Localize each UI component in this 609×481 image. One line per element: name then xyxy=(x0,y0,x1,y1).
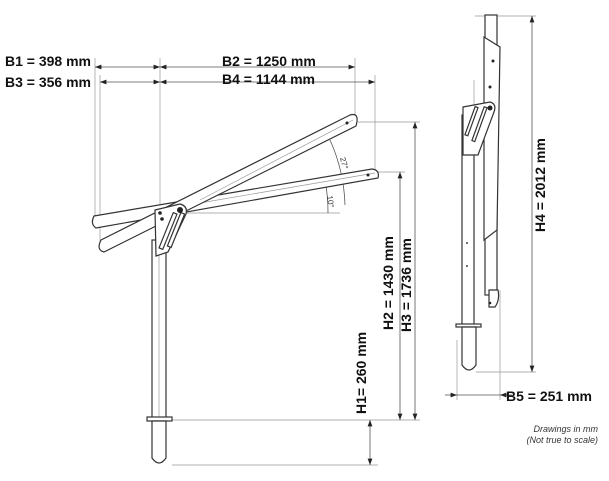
dim-h2: H2 = 1430 mm xyxy=(380,236,396,330)
post-left xyxy=(146,239,173,464)
dim-h4: H4 = 2012 mm xyxy=(532,138,548,232)
dim-b2: B2 = 1250 mm xyxy=(222,53,316,69)
dim-h3: H3 = 1736 mm xyxy=(398,238,414,332)
angle-10-label: 10° xyxy=(325,195,336,208)
extension-lines-left xyxy=(94,58,420,466)
dimension-lines-left xyxy=(95,64,418,465)
folded-bracket-right xyxy=(445,14,536,400)
angle-27-label: 27° xyxy=(338,156,350,170)
note-units: Drawings in mm xyxy=(533,424,598,434)
dim-b3: B3 = 356 mm xyxy=(5,74,91,90)
note-scale: (Not true to scale) xyxy=(526,435,598,445)
dim-h1: H1= 260 mm xyxy=(353,332,369,414)
dim-b1: B1 = 398 mm xyxy=(5,53,91,69)
dim-b4: B4 = 1144 mm xyxy=(222,71,315,87)
head-plate-left xyxy=(154,203,187,257)
dim-b5: B5 = 251 mm xyxy=(506,388,592,404)
